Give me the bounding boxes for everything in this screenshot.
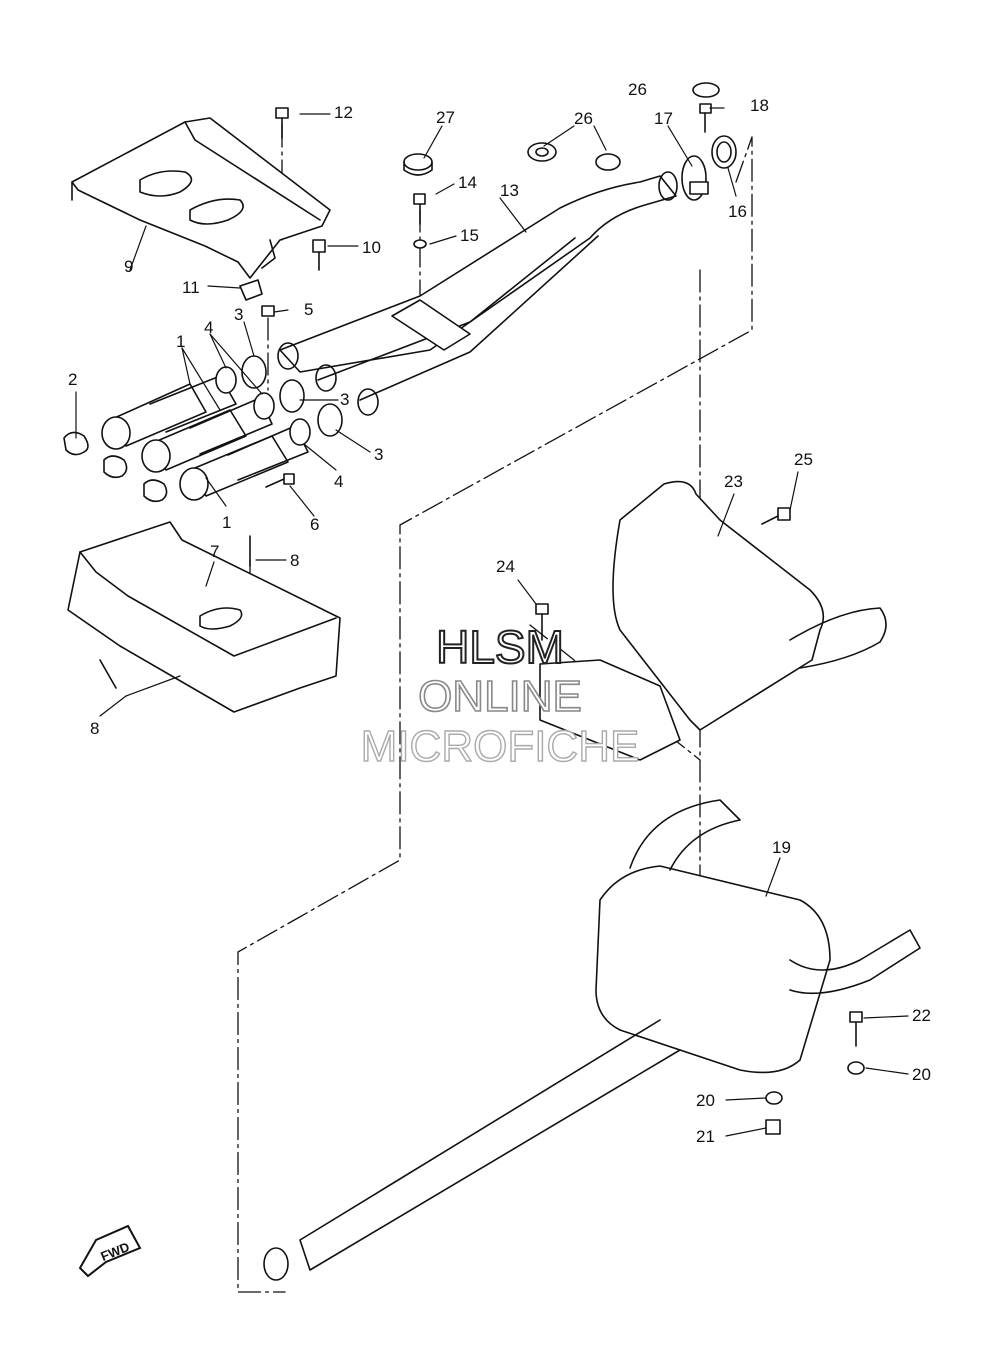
bolt-6 bbox=[265, 473, 295, 488]
callout-1: 1 bbox=[176, 332, 185, 351]
clamps-3 bbox=[241, 355, 343, 437]
callout-10: 10 bbox=[362, 238, 381, 257]
callout-8: 8 bbox=[290, 551, 299, 570]
callout-4: 4 bbox=[204, 318, 213, 337]
gaskets-2 bbox=[63, 431, 168, 503]
y-pipe-13 bbox=[277, 171, 678, 416]
callout-27: 27 bbox=[436, 108, 455, 127]
callout-8: 8 bbox=[90, 719, 99, 738]
callout-18: 18 bbox=[750, 96, 769, 115]
bolt-18 bbox=[699, 103, 712, 133]
bolt-12 bbox=[275, 107, 289, 139]
grommet-20 bbox=[765, 1061, 865, 1105]
watermark-line-3: MICROFICHE bbox=[360, 721, 640, 771]
washer-15 bbox=[413, 239, 427, 249]
callout-23: 23 bbox=[724, 472, 743, 491]
callout-20: 20 bbox=[912, 1065, 931, 1084]
bolt-25 bbox=[761, 507, 791, 525]
heat-shield-lower bbox=[67, 521, 341, 713]
callout-13: 13 bbox=[500, 181, 519, 200]
heat-protector-23 bbox=[539, 480, 887, 761]
callout-16: 16 bbox=[728, 202, 747, 221]
callout-5: 5 bbox=[304, 300, 313, 319]
callout-labels: 1 1 2 3 3 3 4 4 5 6 7 8 8 9 10 11 12 13 … bbox=[68, 80, 931, 1146]
callout-21: 21 bbox=[696, 1127, 715, 1146]
callout-6: 6 bbox=[310, 515, 319, 534]
forward-direction-badge: FWD bbox=[78, 1224, 142, 1278]
bolt-10 bbox=[312, 239, 326, 271]
callout-2: 2 bbox=[68, 370, 77, 389]
clamp-17 bbox=[681, 155, 709, 201]
rivet-8 bbox=[99, 535, 251, 689]
bracket-11 bbox=[239, 279, 263, 301]
grommet-26 bbox=[527, 82, 720, 171]
watermark-line-1: HLSM bbox=[435, 620, 565, 674]
callout-9: 9 bbox=[124, 257, 133, 276]
callout-7: 7 bbox=[210, 542, 219, 561]
callout-14: 14 bbox=[458, 173, 477, 192]
watermark-line-2: ONLINE bbox=[417, 671, 582, 722]
bolt-24 bbox=[535, 603, 549, 641]
callout-11: 11 bbox=[182, 278, 200, 297]
callout-26: 26 bbox=[574, 109, 593, 128]
callout-4: 4 bbox=[334, 472, 343, 491]
joint-pipes-1 bbox=[101, 375, 309, 501]
gasket-16 bbox=[711, 135, 737, 169]
callout-15: 15 bbox=[460, 226, 479, 245]
collar-21 bbox=[765, 1119, 781, 1135]
muffler-19 bbox=[263, 799, 921, 1281]
callout-25: 25 bbox=[794, 450, 813, 469]
bolt-22 bbox=[849, 1011, 863, 1047]
plug-27 bbox=[403, 153, 433, 176]
callout-17: 17 bbox=[654, 109, 673, 128]
heat-shield-upper bbox=[71, 117, 331, 279]
callout-3: 3 bbox=[234, 305, 243, 324]
callout-12: 12 bbox=[334, 103, 353, 122]
callout-24: 24 bbox=[496, 557, 515, 576]
callout-26: 26 bbox=[628, 80, 647, 99]
callout-3: 3 bbox=[340, 390, 349, 409]
bolt-5 bbox=[261, 305, 275, 317]
callout-20: 20 bbox=[696, 1091, 715, 1110]
callout-19: 19 bbox=[772, 838, 791, 857]
leader-lines bbox=[75, 107, 909, 1137]
bolt-14 bbox=[413, 193, 426, 225]
callout-3: 3 bbox=[374, 445, 383, 464]
callout-22: 22 bbox=[912, 1006, 931, 1025]
callout-1: 1 bbox=[222, 513, 231, 532]
